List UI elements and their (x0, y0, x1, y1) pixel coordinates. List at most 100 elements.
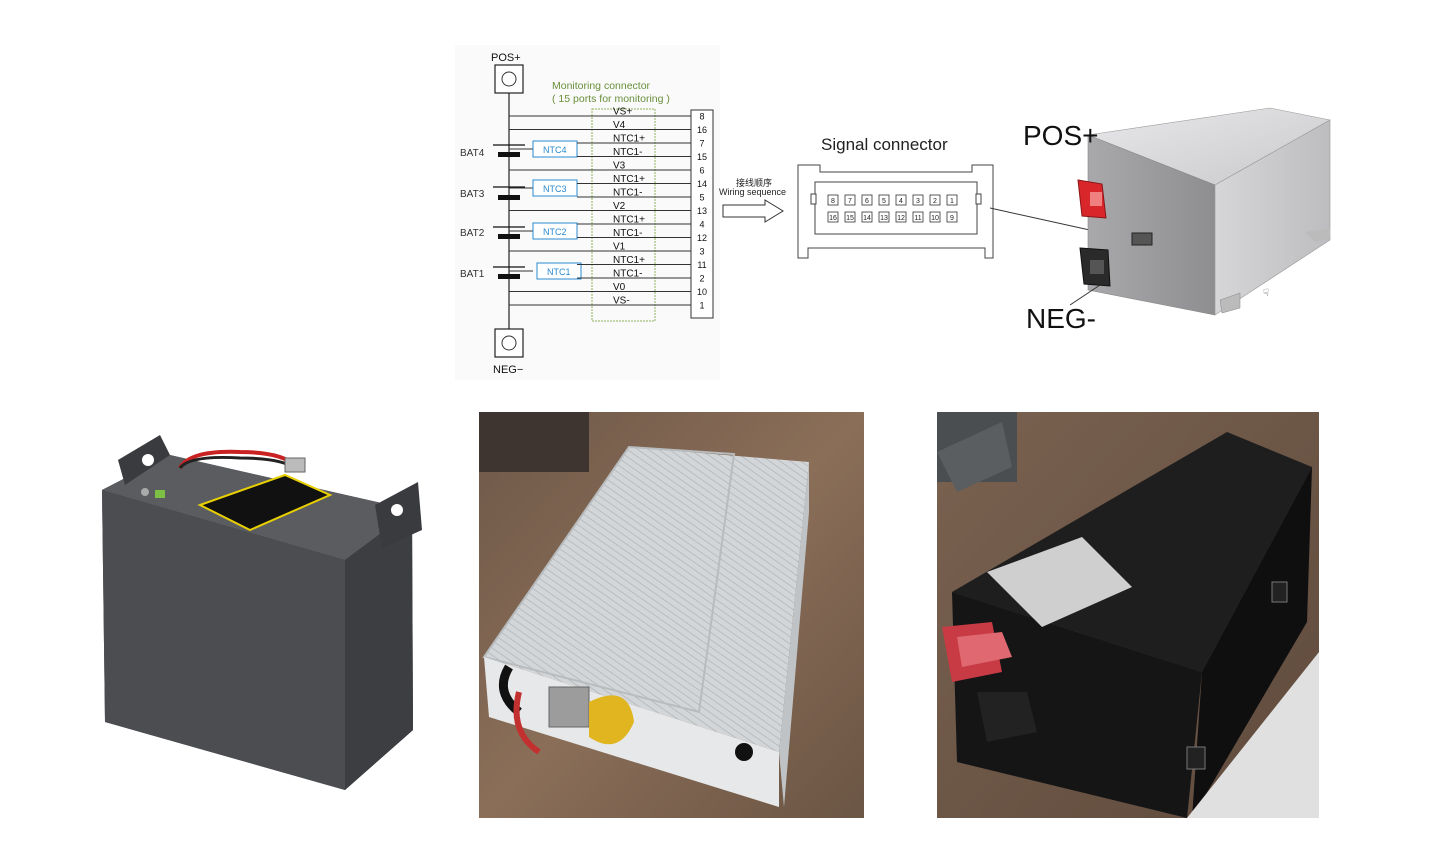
pos-connector (1077, 179, 1107, 219)
pin-number: 14 (697, 179, 707, 189)
connector-pin-label: 3 (916, 198, 920, 205)
connector-pin (844, 194, 856, 206)
connector-pin-label: 15 (846, 215, 854, 222)
ntc2-box: NTC2 (509, 222, 578, 240)
signal-label: V4 (613, 120, 626, 131)
svg-text:NTC4: NTC4 (543, 145, 567, 155)
battery-bat4: BAT4 (460, 144, 525, 159)
monitor-subtitle: ( 15 ports for monitoring ) (552, 93, 670, 105)
black-case-photo (937, 412, 1319, 818)
connector-pin (827, 211, 839, 223)
connector-pin (878, 194, 890, 206)
connector-pin-label: 1 (950, 198, 954, 205)
connector-pin (929, 211, 941, 223)
signal-label: NTC1- (613, 147, 642, 158)
connector-pin (912, 211, 924, 223)
connector-pin-label: 12 (897, 215, 905, 222)
connector-pin (929, 194, 941, 206)
signal-connector-title: Signal connector (821, 135, 948, 154)
connector-pin (861, 194, 873, 206)
connector-pin (861, 211, 873, 223)
battery-bat3: BAT3 (460, 186, 525, 200)
battery-bat2: BAT2 (460, 226, 525, 239)
connector-pin-label: 2 (933, 198, 937, 205)
connector-pin (912, 194, 924, 206)
connector-pin (844, 211, 856, 223)
connector-pin-label: 7 (848, 198, 852, 205)
signal-label: NTC1- (613, 228, 642, 239)
pin-number: 4 (699, 220, 704, 230)
signal-label: NTC1+ (613, 134, 645, 145)
pin-number: 11 (697, 260, 706, 270)
signal-label: VS+ (613, 107, 632, 118)
connector-pin (946, 194, 958, 206)
connector-pin-label: 5 (882, 198, 886, 205)
signal-label: V1 (613, 242, 626, 253)
signal-label: NTC1+ (613, 215, 645, 226)
svg-text:☟: ☟ (1263, 288, 1269, 299)
svg-text:NTC3: NTC3 (543, 184, 567, 194)
pin-number: 1 (699, 301, 704, 311)
pin-number: 2 (699, 274, 704, 284)
battery-label: BAT2 (460, 228, 485, 239)
pin-number: 6 (699, 166, 704, 176)
pin-number: 7 (699, 139, 704, 149)
connector-pin (878, 211, 890, 223)
neg-callout-label: NEG- (1026, 303, 1096, 334)
battery-box-photo (102, 435, 422, 790)
pos-label: POS+ (491, 52, 521, 64)
connector-pin-label: 10 (931, 215, 939, 222)
ntc1-box: NTC1 (509, 262, 582, 280)
signal-label: VS- (613, 296, 630, 307)
connector-pin (827, 194, 839, 206)
connector-pin-label: 8 (831, 198, 835, 205)
ntc3-box: NTC3 (509, 179, 578, 197)
connector-pin-label: 6 (865, 198, 869, 205)
pos-terminal (494, 64, 524, 94)
pin-number: 13 (697, 206, 707, 216)
battery-label: BAT4 (460, 148, 485, 159)
signal-label: V2 (613, 201, 626, 212)
neg-terminal (494, 328, 524, 358)
pin-number: 3 (699, 247, 704, 257)
connector-pin-label: 11 (914, 215, 921, 222)
signal-label: NTC1- (613, 269, 642, 280)
pin-number: 12 (697, 233, 707, 243)
pin-number: 15 (697, 152, 707, 162)
wiring-sequence-arrow: 接线顺序 Wiring sequence (719, 177, 786, 223)
ntc4-box: NTC4 (509, 140, 578, 158)
pin-number: 16 (697, 125, 707, 135)
connector-pin-label: 4 (899, 198, 903, 205)
battery-label: BAT3 (460, 189, 485, 200)
connector-pin (895, 211, 907, 223)
signal-label: V0 (613, 282, 626, 293)
signal-label: NTC1- (613, 188, 642, 199)
monitor-box (591, 108, 656, 322)
pin-number: 8 (699, 112, 704, 122)
aluminum-case-photo (479, 412, 864, 818)
wiring-diagram: POS+ Monitoring connector ( 15 ports for… (455, 45, 720, 380)
connector-pin (895, 194, 907, 206)
signal-label: V3 (613, 161, 626, 172)
connector-pin-label: 14 (863, 215, 871, 222)
pin-number: 10 (697, 287, 707, 297)
connector-pin (946, 211, 958, 223)
connector-pin-label: 16 (829, 215, 837, 222)
battery-label: BAT1 (460, 269, 485, 280)
arrow-label-en: Wiring sequence (719, 187, 786, 197)
connector-pin-label: 9 (950, 215, 954, 222)
arrow-label-cn: 接线顺序 (736, 177, 772, 188)
monitor-title: Monitoring connector (552, 80, 651, 92)
pos-callout-label: POS+ (1023, 120, 1099, 151)
signal-label: NTC1+ (613, 174, 645, 185)
connector-pin-label: 13 (880, 215, 888, 222)
neg-connector (1079, 247, 1111, 287)
battery-bat1: BAT1 (460, 266, 525, 280)
signal-label: NTC1+ (613, 255, 645, 266)
pin-strip (690, 109, 714, 319)
svg-text:NTC1: NTC1 (547, 267, 571, 277)
device-3d-render: ☟ (1069, 107, 1331, 316)
pin-number: 5 (699, 193, 704, 203)
svg-text:NTC2: NTC2 (543, 227, 567, 237)
